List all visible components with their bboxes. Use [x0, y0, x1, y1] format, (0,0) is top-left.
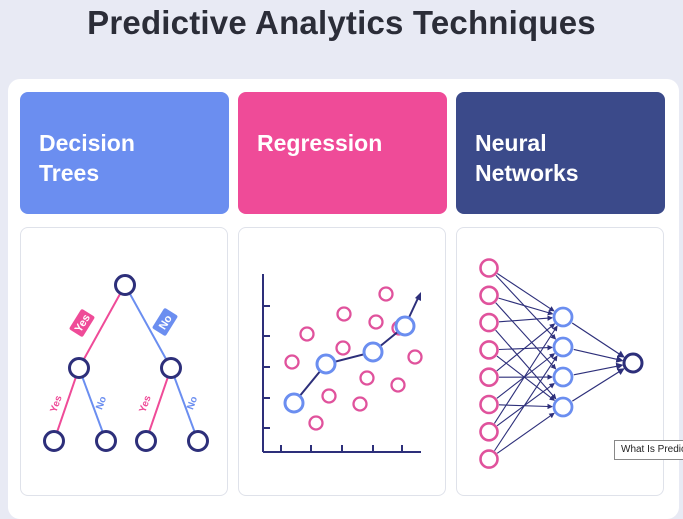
branch-label: Yes	[49, 394, 65, 414]
hidden-node	[554, 308, 572, 326]
input-node	[481, 423, 498, 440]
regression-card	[238, 227, 446, 496]
connection	[496, 275, 556, 339]
tree-node	[45, 432, 64, 451]
connection	[499, 318, 552, 322]
branch-label: No	[185, 395, 200, 411]
header-label: Neural Networks	[475, 128, 585, 188]
header-label: Regression	[257, 130, 382, 156]
data-point	[337, 342, 350, 355]
data-point	[409, 351, 422, 364]
connection	[494, 326, 557, 423]
branch-label: No	[94, 395, 109, 411]
tree-node	[137, 432, 156, 451]
hidden-node	[554, 368, 572, 386]
data-point	[370, 316, 383, 329]
hidden-node	[554, 338, 572, 356]
trend-point	[317, 355, 335, 373]
trend-point	[285, 394, 303, 412]
header-label: Decision Trees	[39, 128, 149, 188]
data-point	[323, 390, 336, 403]
tree-node	[189, 432, 208, 451]
header-regression: Regression	[238, 92, 447, 214]
data-point	[361, 372, 374, 385]
tree-node	[162, 359, 181, 378]
input-node	[481, 287, 498, 304]
connection	[499, 298, 553, 314]
input-node	[481, 369, 498, 386]
input-node	[481, 396, 498, 413]
page-title: Predictive Analytics Techniques	[0, 4, 683, 42]
input-node	[481, 451, 498, 468]
tree-node	[70, 359, 89, 378]
tooltip: What Is Predictive Analytics	[614, 440, 683, 460]
input-node	[481, 314, 498, 331]
connection	[574, 365, 622, 375]
yes-badge: Yes	[69, 309, 95, 338]
data-point	[310, 417, 323, 430]
regression-diagram	[239, 228, 446, 496]
branch-label: Yes	[138, 394, 154, 414]
header-neural-networks: Neural Networks	[456, 92, 665, 214]
connection	[497, 356, 554, 400]
tree-node	[116, 276, 135, 295]
header-decision-trees: Decision Trees	[20, 92, 229, 214]
trend-point	[364, 343, 382, 361]
trend-point	[396, 317, 414, 335]
data-point	[380, 288, 393, 301]
output-node	[624, 354, 642, 372]
hidden-node	[554, 398, 572, 416]
connection	[497, 354, 554, 399]
connection	[497, 274, 553, 311]
data-point	[286, 356, 299, 369]
input-node	[481, 260, 498, 277]
data-point	[354, 398, 367, 411]
tree-node	[97, 432, 116, 451]
connection	[572, 323, 624, 357]
data-point	[338, 308, 351, 321]
connection	[495, 356, 557, 451]
data-point	[301, 328, 314, 341]
data-point	[392, 379, 405, 392]
input-node	[481, 341, 498, 358]
no-badge: No	[152, 308, 178, 337]
